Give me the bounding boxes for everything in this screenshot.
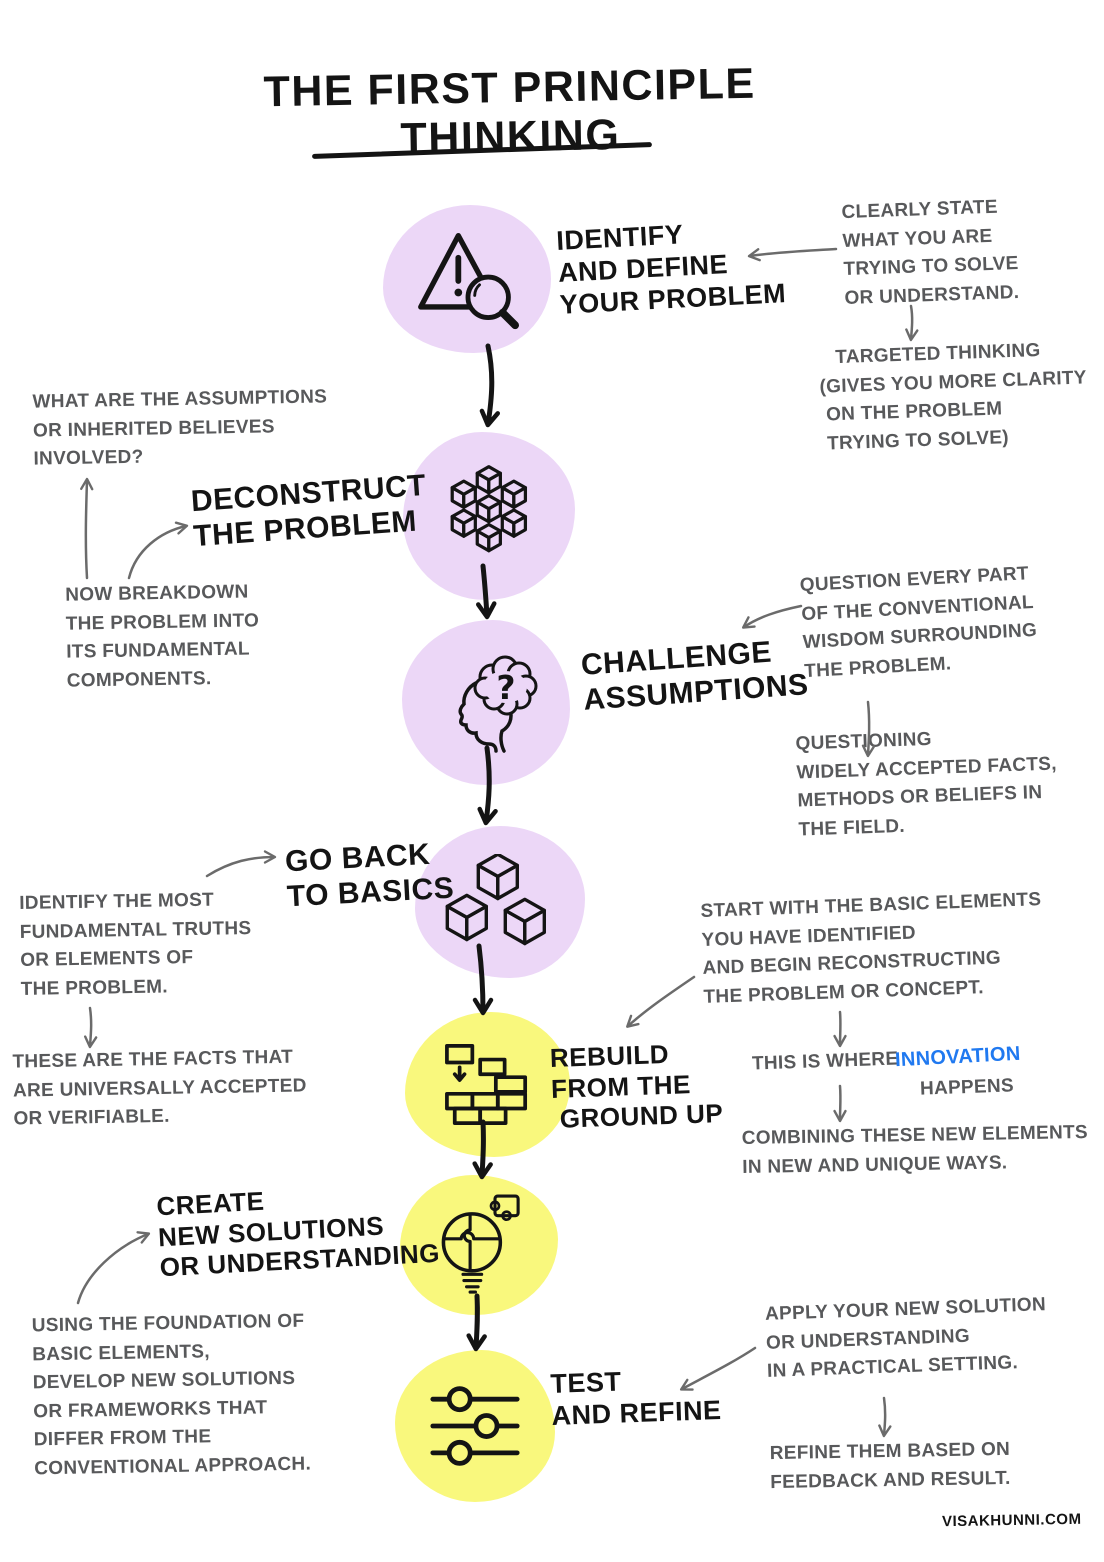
head-question-icon: ? [458,655,538,753]
flow-arrow-identify-to-deconstruct [479,343,500,428]
three-cubes-icon [445,854,546,946]
step-blob-rebuild [405,1012,570,1157]
question-mark-glyph: ? [496,668,515,707]
note-identify-truths: IDENTIFY THE MOST FUNDAMENTAL TRUTHS OR … [19,889,252,1000]
puzzle-bulb-icon [441,1194,520,1294]
step-label-identify: IDENTIFY AND DEFINE YOUR PROBLEM [555,219,787,320]
note-clearly-state: CLEARLY STATE WHAT YOU ARE TRYING TO SOL… [841,196,1020,309]
arrow-truths-to-go-back [205,850,277,878]
note-targeted-thinking: TARGETED THINKING (GIVES YOU MORE CLARIT… [818,339,1088,455]
step-label-create: CREATE NEW SOLUTIONS OR UNDERSTANDING [155,1185,441,1283]
note-innovation: INNOVATION [894,1042,1022,1072]
step-label-challenge: CHALLENGE ASSUMPTIONS [579,635,810,718]
step-label-deconstruct: DECONSTRUCT THE PROBLEM [189,468,428,554]
step-blob-deconstruct [403,432,575,600]
note-apply-solution: APPLY YOUR NEW SOLUTION OR UNDERSTANDING… [764,1294,1047,1382]
note-happens: HAPPENS [919,1075,1015,1100]
arrow-start-to-rebuild [626,975,696,1028]
step-blob-create [400,1175,558,1315]
step-label-test: TEST AND REFINE [549,1366,723,1431]
site-credit: VISAKHUNNI.COM [941,1510,1082,1531]
sliders-icon [430,1386,520,1466]
step-blob-basics [415,826,585,978]
step-blob-test [395,1350,555,1502]
note-start-with-basics: START WITH THE BASIC ELEMENTS YOU HAVE I… [700,889,1042,1008]
arrow-breakdown-to-assumptions [80,477,94,580]
note-universal-facts: THESE ARE THE FACTS THAT ARE UNIVERSALLY… [12,1046,307,1130]
note-questioning-widely: QUESTIONING WIDELY ACCEPTED FACTS, METHO… [795,728,1058,841]
note-assumptions-question: WHAT ARE THE ASSUMPTIONS OR INHERITED BE… [32,386,328,470]
brick-wall-icon [444,1043,527,1125]
note-combining: COMBINING THESE NEW ELEMENTS IN NEW AND … [741,1121,1089,1178]
step-blob-challenge: ? [402,620,570,785]
note-question-every-part: QUESTION EVERY PART OF THE CONVENTIONAL … [799,563,1038,682]
note-using-foundation: USING THE FOUNDATION OF BASIC ELEMENTS, … [31,1310,312,1479]
step-label-rebuild: REBUILD FROM THE GROUND UP [549,1038,724,1135]
warning-search-icon [418,232,520,330]
step-label-basics: GO BACK TO BASICS [284,837,455,914]
cubes-grid-icon [450,465,528,553]
arrow-apply-to-refine [878,1396,892,1438]
note-this-is-where: THIS IS WHERE [751,1048,899,1075]
arrow-clearly-state-to-targeted [905,304,919,342]
step-blob-identify [383,205,551,353]
arrow-question-to-challenge [741,604,803,629]
arrow-foundation-to-create [76,1231,151,1305]
note-breakdown: NOW BREAKDOWN THE PROBLEM INTO ITS FUNDA… [65,581,260,692]
note-refine-feedback: REFINE THEM BASED ON FEEDBACK AND RESULT… [769,1438,1011,1493]
arrow-truths-to-facts [84,1006,98,1049]
arrow-breakdown-to-deconstruct [127,521,189,580]
